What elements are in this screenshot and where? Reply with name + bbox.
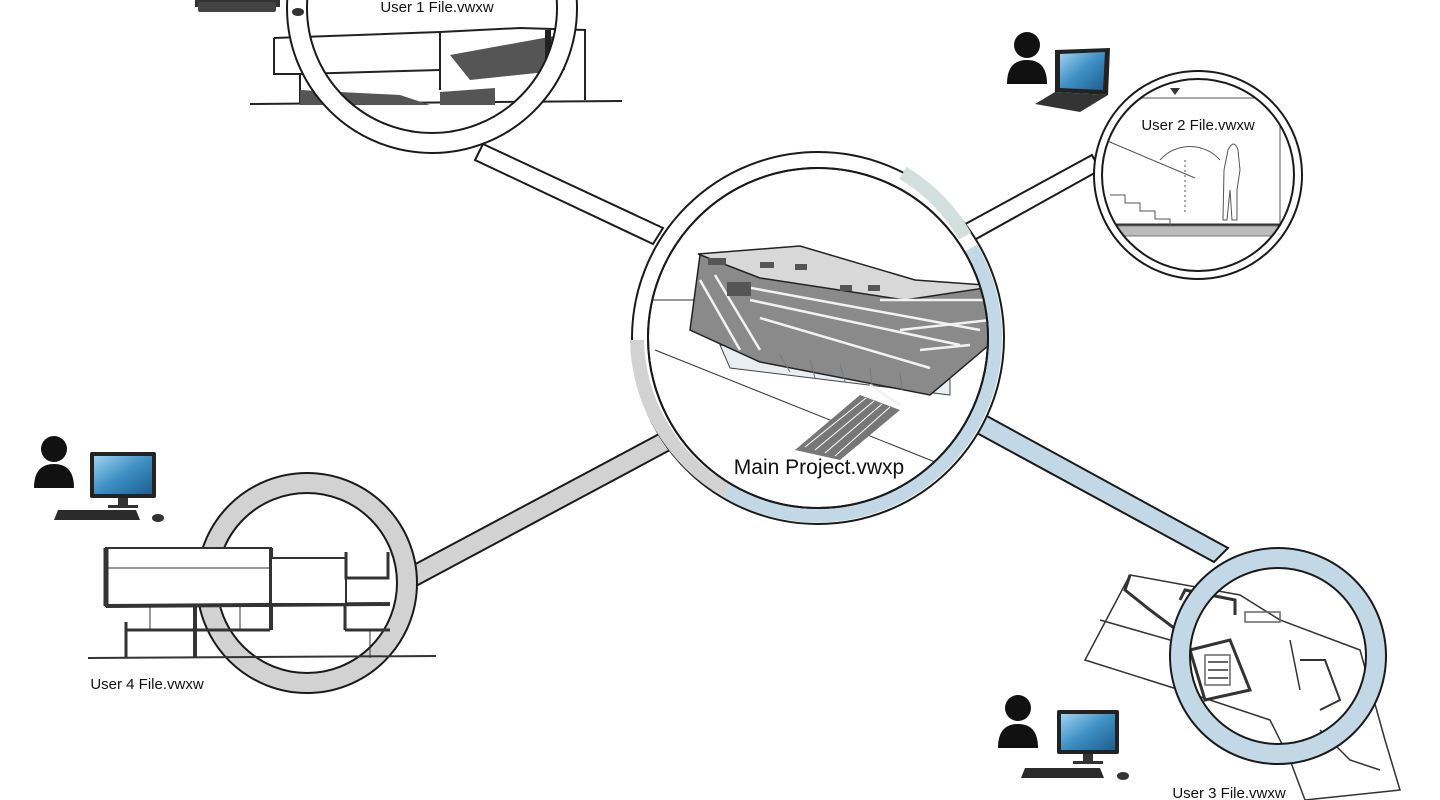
- connector-user4: [406, 431, 672, 588]
- main-building-model: [650, 245, 988, 471]
- user3-file-label: User 3 File.vwxw: [1172, 785, 1286, 800]
- user4-node[interactable]: User 4 File.vwxw: [34, 436, 437, 694]
- desktop-computer-icon: [54, 452, 164, 522]
- user4-section-drawing: [87, 547, 437, 659]
- user-avatar-icon: [34, 436, 74, 488]
- user-avatar-icon: [1007, 32, 1047, 84]
- user2-file-label: User 2 File.vwxw: [1141, 117, 1255, 134]
- connector-user1: [473, 142, 665, 246]
- laptop-icon: [1035, 48, 1110, 112]
- user2-node[interactable]: User 2 File.vwxw: [1007, 32, 1303, 280]
- user3-plan-drawing: [1083, 574, 1401, 800]
- user1-node[interactable]: User 1 File.vwxw: [195, 0, 623, 154]
- main-project-label: Main Project.vwxp: [734, 456, 904, 479]
- user4-file-label: User 4 File.vwxw: [90, 676, 204, 693]
- connector-user2: [956, 153, 1102, 246]
- connector-user3: [973, 413, 1230, 564]
- desktop-computer-icon: [195, 0, 304, 16]
- main-project-node[interactable]: Main Project.vwxp: [630, 151, 1005, 525]
- user3-node[interactable]: User 3 File.vwxw: [998, 547, 1401, 800]
- main-ring-segments: [630, 167, 1003, 523]
- user1-file-label: User 1 File.vwxw: [380, 0, 494, 16]
- desktop-computer-icon: [1021, 710, 1129, 780]
- user-avatar-icon: [998, 695, 1038, 748]
